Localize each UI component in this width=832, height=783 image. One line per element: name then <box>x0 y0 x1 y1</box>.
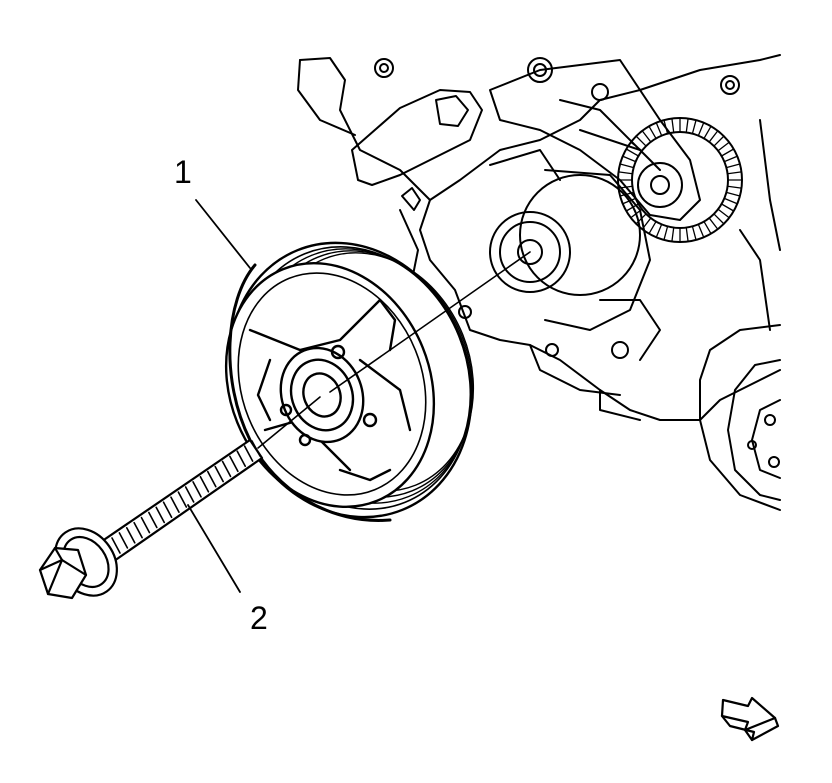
pulley-rib <box>656 223 663 238</box>
pulley-rib <box>726 185 742 189</box>
pulley-rib <box>620 191 635 197</box>
bolt-thread <box>140 516 151 534</box>
bolt-thread <box>192 481 202 498</box>
tensioner-pulley-ribs <box>618 118 742 242</box>
pulley-rib <box>636 213 647 224</box>
pulley-rib <box>663 120 669 135</box>
pulley-rib <box>713 213 724 224</box>
bolt-thread <box>221 460 232 478</box>
pulley-rib <box>648 126 657 140</box>
pulley-rib <box>691 225 697 240</box>
pulley-rib <box>618 171 634 175</box>
pulley-rib <box>723 197 738 204</box>
pulley-rib <box>717 208 730 218</box>
bolt-thread <box>133 521 143 539</box>
pulley-rib <box>622 197 637 204</box>
pulley-rib <box>656 122 663 137</box>
pulley-rib <box>642 217 652 230</box>
bolt-thread <box>206 470 217 488</box>
pulley-rib <box>663 225 669 240</box>
bolt-thread <box>229 455 239 473</box>
pulley-rib <box>708 130 718 143</box>
bolt-thread <box>199 475 210 493</box>
pulley-rib <box>723 156 738 163</box>
bolt-thread <box>184 486 195 503</box>
pulley-rib <box>713 136 724 147</box>
crankshaft-balancer-bolt <box>38 438 264 600</box>
pulley-rib <box>691 120 697 135</box>
callout-2: 2 <box>250 600 268 636</box>
pulley-rib <box>720 148 734 157</box>
bolt-thread <box>170 496 180 513</box>
pulley-rib <box>708 217 718 230</box>
bolt-thread <box>162 501 173 519</box>
pulley-rib <box>618 185 634 189</box>
pulley-rib <box>648 220 657 234</box>
callout-1: 1 <box>174 154 192 190</box>
engine-front-cover <box>297 54 781 421</box>
bolt-thread <box>118 532 129 549</box>
bolt-thread <box>214 465 224 483</box>
pulley-rib <box>671 226 675 242</box>
pulley-rib <box>630 208 643 218</box>
bolt-thread <box>236 450 247 468</box>
pulley-rib <box>697 122 704 137</box>
bolt-thread <box>155 506 166 524</box>
pulley-rib <box>620 163 635 169</box>
pulley-rib <box>622 156 637 163</box>
bolt-thread <box>148 511 158 529</box>
crankshaft-balancer-pulley <box>224 241 475 522</box>
pulley-rib <box>685 226 689 242</box>
ac-compressor-pulley <box>699 324 781 511</box>
pulley-rib <box>703 220 712 234</box>
bolt-thread <box>111 537 121 554</box>
pulley-rib <box>636 136 647 147</box>
bolt-thread <box>177 491 188 508</box>
leader-line-1 <box>195 199 251 269</box>
pulley-rib <box>697 223 704 238</box>
pulley-rib <box>725 191 740 197</box>
pulley-rib <box>703 126 712 140</box>
pulley-rib <box>671 118 675 134</box>
pulley-rib <box>642 130 652 143</box>
pulley-rib <box>685 118 689 134</box>
bolt-thread <box>251 440 261 457</box>
front-of-vehicle-arrow-icon <box>720 696 780 742</box>
pulley-rib <box>630 142 643 152</box>
pulley-alignment-line <box>329 251 531 393</box>
pulley-rib <box>720 203 734 212</box>
bolt-alignment-line <box>257 396 321 449</box>
bolt-thread <box>125 526 136 544</box>
leader-line-2 <box>187 504 241 593</box>
pulley-rib <box>726 171 742 175</box>
pulley-rib <box>717 142 730 152</box>
bolt-thread <box>243 445 254 462</box>
pulley-rib <box>626 148 640 157</box>
pulley-rib <box>725 163 740 169</box>
pulley-rib <box>626 203 640 212</box>
